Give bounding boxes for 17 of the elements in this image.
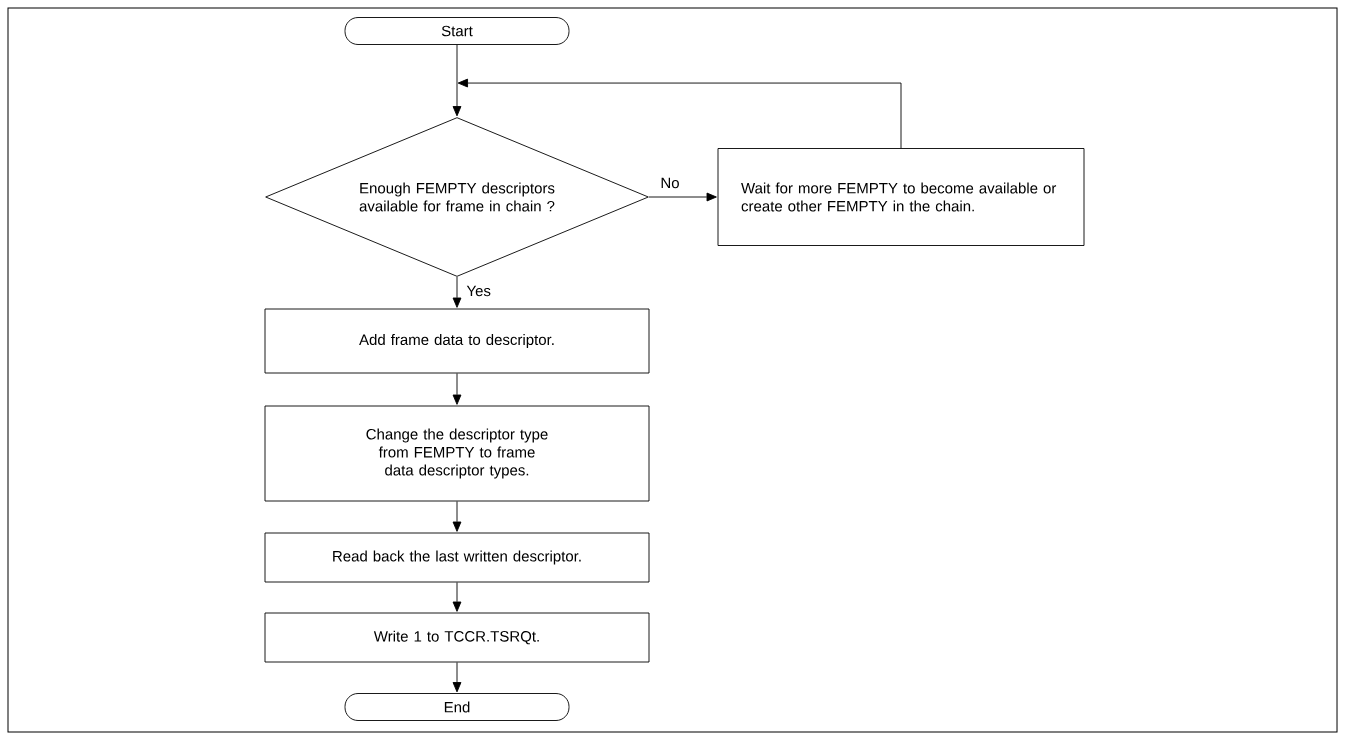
- edge-label: Yes: [465, 284, 492, 298]
- terminal-box: End: [344, 693, 570, 721]
- terminal-box: Start: [344, 17, 570, 45]
- arrow: [452, 582, 462, 612]
- arrow: [452, 662, 462, 693]
- process-box: Read back the last written descriptor.: [264, 532, 650, 583]
- arrow: [452, 276, 462, 308]
- edge-label: No: [659, 176, 681, 190]
- process-box: Change the descriptor type from FEMPTY to frame data descriptor types.: [264, 405, 650, 502]
- arrow: [648, 192, 717, 202]
- arrow: [452, 44, 462, 117]
- arrow: [452, 501, 462, 532]
- arrow: [452, 373, 462, 405]
- arrow: [457, 78, 902, 149]
- process-box: Add frame data to descriptor.: [264, 308, 650, 374]
- process-box: Wait for more FEMPTY to become available or create other FEMPTY in the chain.: [717, 148, 1085, 246]
- process-box: Write 1 to TCCR.TSRQt.: [264, 612, 650, 663]
